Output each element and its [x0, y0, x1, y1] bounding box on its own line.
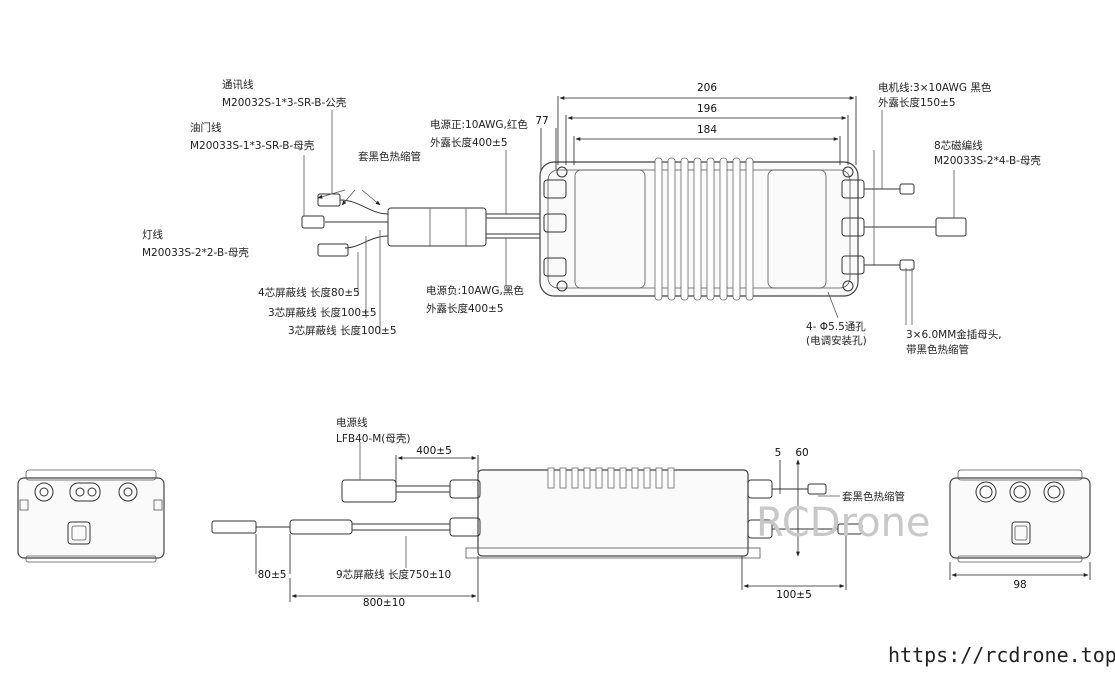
dim-98: 98 — [949, 562, 1091, 591]
power-connector-top — [387, 207, 487, 247]
shield9-label: 9芯屏蔽线 长度750±10 — [336, 568, 451, 581]
holes-note-label: (电调安装孔) — [806, 334, 867, 347]
comm-wire-label: 通讯线 — [222, 78, 254, 91]
dim-60: 60 — [795, 447, 809, 557]
watermark: RCDrone — [756, 500, 931, 546]
light-wire-label: 灯线 — [142, 228, 163, 241]
throttle-wire-label: 油门线 — [190, 121, 222, 134]
power-connector-side — [341, 479, 397, 503]
encoder-conn-label: M20033S-2*4-B-母壳 — [934, 154, 1041, 167]
svg-text:196: 196 — [697, 103, 717, 115]
dim-800: 800±10 — [289, 556, 479, 609]
svg-text:206: 206 — [697, 82, 717, 94]
comm-conn-label: M20032S-1*3-SR-B-公壳 — [222, 96, 347, 109]
throttle-conn-label: M20033S-1*3-SR-B-母壳 — [190, 139, 315, 152]
svg-text:5: 5 — [775, 447, 782, 459]
shield3b-label: 3芯屏蔽线 长度100±5 — [288, 324, 397, 337]
shield3a-label: 3芯屏蔽线 长度100±5 — [268, 306, 377, 319]
light-conn-label: M20033S-2*2-B-母壳 — [142, 246, 249, 259]
power-conn-label: LFB40-M(母壳) — [336, 432, 411, 445]
top-view: 206 196 184 77 — [142, 78, 1041, 356]
encoder-wire-label: 8芯磁编线 — [934, 139, 983, 152]
dim-206: 206 — [557, 82, 857, 165]
motor-wire-label: 电机线:3×10AWG 黑色 — [878, 81, 992, 94]
dim-184: 184 — [573, 124, 841, 165]
dim-400: 400±5 — [395, 445, 479, 484]
svg-text:98: 98 — [1013, 579, 1026, 591]
dim-77: 77 — [535, 115, 557, 170]
pos-len-label: 外露长度400±5 — [430, 136, 508, 149]
svg-text:800±10: 800±10 — [363, 597, 405, 609]
heat-shrink-label: 套黑色热缩管 — [358, 150, 421, 163]
pos-wire-label: 电源正:10AWG,红色 — [430, 118, 528, 131]
svg-text:80±5: 80±5 — [258, 569, 287, 581]
bullet-label: 3×6.0MM金插母头, — [906, 328, 1002, 341]
heatsink-fins-side — [547, 467, 675, 489]
right-end-view: 98 — [949, 469, 1091, 591]
side-view: 400±5 5 60 80±5 800±10 100±5 — [211, 416, 905, 609]
motor-len-label: 外露长度150±5 — [878, 96, 956, 109]
svg-text:184: 184 — [697, 124, 717, 136]
svg-text:60: 60 — [795, 447, 808, 459]
svg-text:77: 77 — [535, 115, 548, 127]
dim-100: 100±5 — [741, 534, 847, 601]
comm-connector — [317, 193, 341, 207]
dim-80: 80±5 — [255, 534, 291, 581]
shield4-label: 4芯屏蔽线 长度80±5 — [258, 286, 360, 299]
bullet-note-label: 带黑色热缩管 — [906, 343, 969, 356]
source-url: https://rcdrone.top/ — [888, 643, 1115, 667]
neg-wire-label: 电源负:10AWG,黑色 — [426, 284, 524, 297]
light-connector — [317, 243, 349, 257]
holes-label: 4- Φ5.5通孔 — [806, 320, 866, 333]
svg-text:400±5: 400±5 — [416, 445, 452, 457]
signal-connector-side — [211, 520, 257, 534]
throttle-connector — [301, 215, 325, 229]
heatsink-fins-top — [654, 157, 754, 301]
svg-text:100±5: 100±5 — [776, 589, 812, 601]
power-wire-label: 电源线 — [336, 416, 368, 429]
left-end-view — [17, 469, 165, 563]
dim-196: 196 — [565, 103, 849, 165]
heat-shrink-side-label: 套黑色热缩管 — [842, 490, 905, 503]
neg-len-label: 外露长度400±5 — [426, 302, 504, 315]
encoder-connector — [935, 217, 967, 237]
dim-5: 5 — [775, 447, 782, 494]
